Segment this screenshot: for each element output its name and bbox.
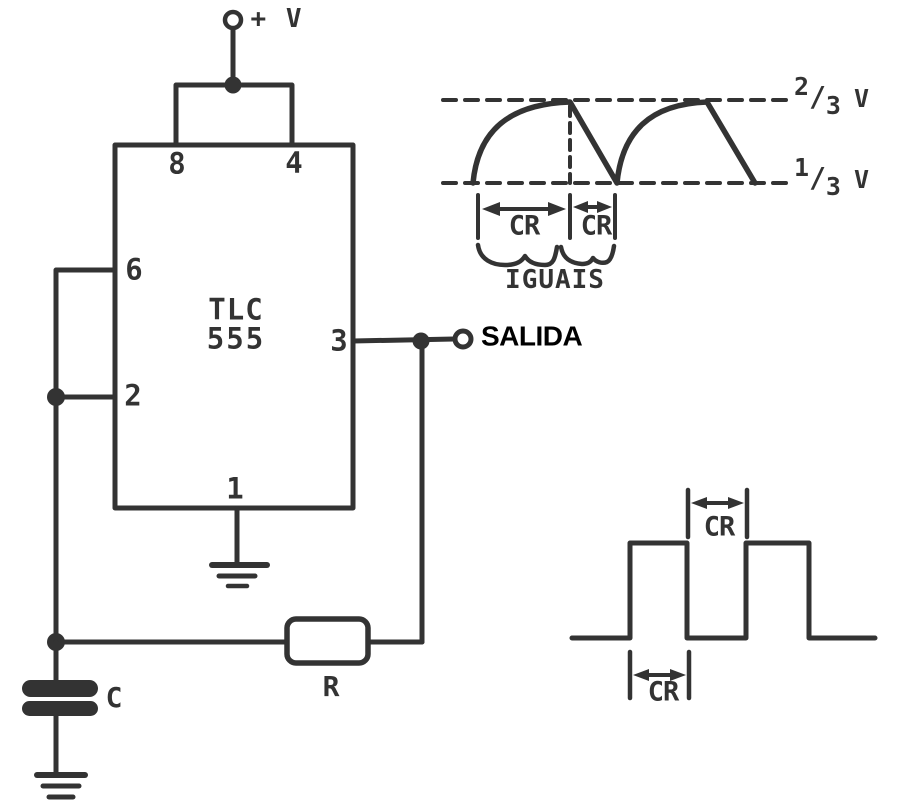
output-label: SALIDA (481, 320, 583, 352)
capacitor-plate-bottom (22, 701, 98, 716)
pin-1-label: 1 (226, 471, 244, 506)
ground-symbol-capacitor (34, 772, 88, 800)
fraction-slash: / (809, 80, 826, 113)
capacitor-symbol (22, 639, 98, 775)
vcc-reset-bracket (173, 82, 295, 148)
underbrace (475, 242, 617, 268)
ic-outline (112, 142, 356, 511)
lower-threshold-label: 1 / 3 V (794, 153, 869, 199)
supply-voltage-label: + V (250, 4, 304, 34)
wire (53, 267, 118, 645)
high-interval-dimension (627, 649, 692, 701)
fraction-denominator: 3 (825, 172, 841, 201)
pin-2-label: 2 (124, 378, 142, 413)
output-terminal-circle (452, 328, 474, 350)
square-high-interval-label: CR (647, 676, 680, 708)
square-low-interval-label: CR (703, 511, 736, 543)
ic-name-line2: 555 (206, 321, 266, 356)
square-wave-trace (569, 540, 878, 641)
charge-interval-label: CR (508, 210, 541, 242)
resistor-body (284, 616, 371, 666)
discharge-interval-label: CR (580, 210, 613, 242)
capacitor-plate-top (22, 680, 98, 697)
fraction-denominator: 3 (825, 91, 841, 120)
arrowhead-right (728, 497, 744, 509)
upper-threshold-label: 2 / 3 V (794, 72, 869, 118)
resistor-symbol (284, 616, 371, 666)
output-wires (350, 328, 474, 350)
square-waveform (569, 487, 878, 701)
wire (173, 82, 295, 148)
ground-symbol-pin1 (209, 505, 270, 589)
ic-body (112, 142, 356, 511)
cap-waveform (441, 98, 792, 268)
low-interval-dimension (685, 487, 750, 540)
fraction-numerator: 2 (794, 72, 810, 101)
charge-interval-arrow (482, 202, 566, 216)
discharge-interval-arrow (573, 201, 612, 213)
fraction-numerator: 1 (794, 153, 810, 182)
pin-6-label: 6 (125, 252, 143, 287)
pin-8-label: 8 (168, 146, 186, 181)
pin-4-label: 4 (285, 145, 303, 180)
resistor-label: R (322, 670, 340, 703)
wire (350, 336, 457, 344)
arrowhead-right (670, 669, 686, 681)
junction-dot (47, 388, 65, 406)
fraction-slash: / (809, 161, 826, 194)
cap-voltage-curve (470, 99, 758, 186)
equality-label: IGUAIS (505, 265, 605, 295)
pin-3-label: 3 (330, 323, 348, 358)
power-terminal-circle (222, 9, 244, 31)
arrowhead-right (548, 202, 566, 216)
arrowhead-left (482, 202, 500, 216)
power-terminal (222, 9, 244, 94)
arrowhead-right (597, 201, 612, 213)
arrowhead-left (573, 201, 588, 213)
threshold-trigger-wires (47, 267, 118, 645)
arrowhead-left (691, 497, 707, 509)
arrowhead-left (633, 669, 649, 681)
capacitor-label: C (105, 681, 123, 714)
timing-network-wires (47, 338, 425, 651)
ic-name-line1: TLC (208, 292, 264, 327)
fraction-unit: V (853, 84, 870, 113)
junction-dot (412, 332, 430, 350)
fraction-unit: V (853, 165, 870, 194)
